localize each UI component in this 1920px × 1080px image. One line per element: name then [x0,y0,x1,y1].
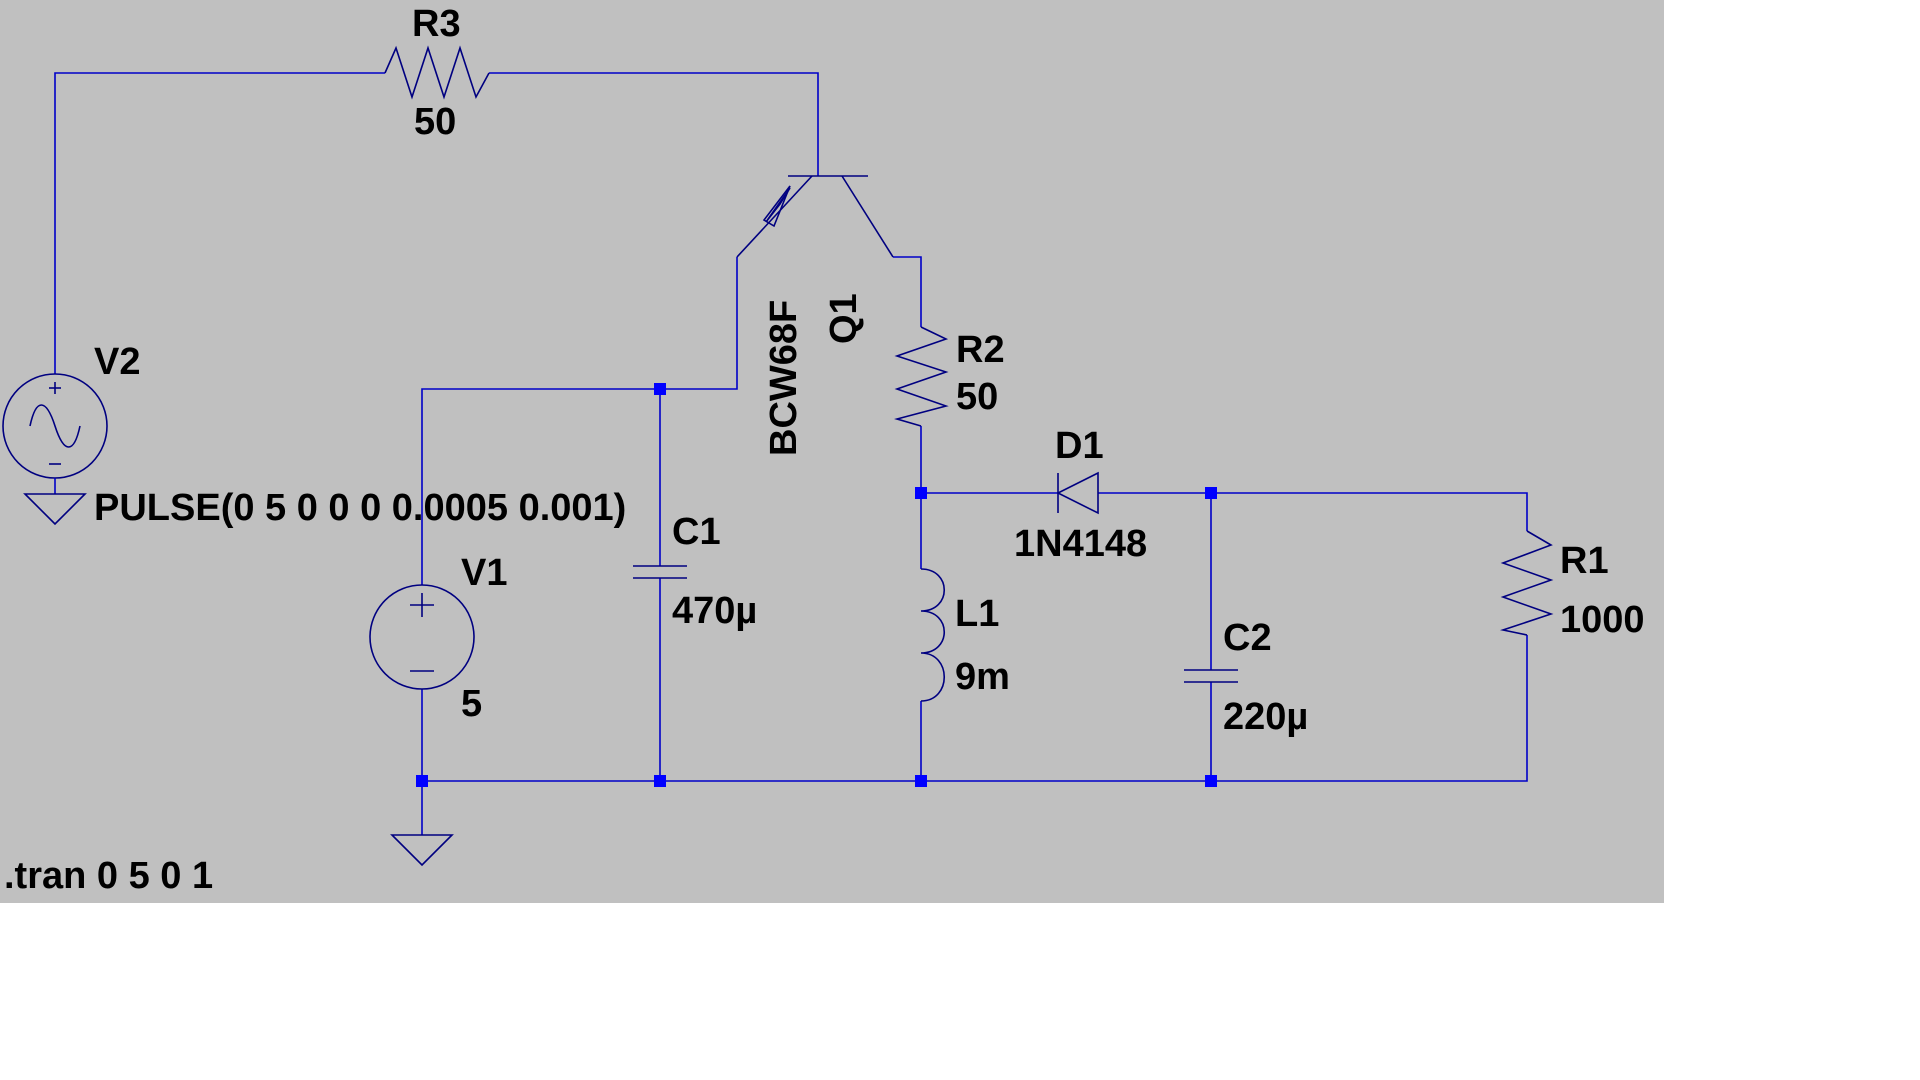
c2-value: 220µ [1223,696,1308,738]
junctions [416,383,1217,787]
wire-v2-to-r3[interactable] [54,72,385,374]
wire-q1-collector[interactable] [893,256,922,327]
junction-dot [654,383,666,395]
wire-ground-bus[interactable] [422,635,1528,782]
junction-dot [654,775,666,787]
l1-value: 9m [955,656,1010,698]
r3-ref: R3 [412,3,461,45]
c2-ref: C2 [1223,617,1272,659]
inductor-l1[interactable]: L1 9m [920,568,1010,702]
sine-source-icon [29,382,81,465]
q1-ref: Q1 [823,293,865,344]
dc-source-icon [410,593,434,672]
capacitor-c1[interactable]: C1 470µ [633,511,757,632]
voltage-source-v2[interactable]: V2 PULSE(0 5 0 0 0 0.0005 0.001) [2,341,626,529]
schematic-canvas[interactable] [0,0,1664,903]
spice-directive[interactable]: .tran 0 5 0 1 [4,855,213,897]
r2-value: 50 [956,376,998,418]
r1-value: 1000 [1560,599,1645,641]
resistor-r2[interactable]: R2 50 [894,326,1005,427]
l1-ref: L1 [955,593,999,635]
v2-value: PULSE(0 5 0 0 0 0.0005 0.001) [94,487,626,529]
junction-dot [1205,487,1217,499]
r1-ref: R1 [1560,540,1609,582]
voltage-source-v1[interactable]: V1 5 [369,552,507,725]
wire-r3-to-q1-base[interactable] [489,72,819,176]
ground-icon [390,834,454,867]
q1-value: BCW68F [763,300,805,456]
junction-dot [915,487,927,499]
junction-dot [915,775,927,787]
r2-ref: R2 [956,329,1005,371]
ground-icon [23,493,87,526]
c1-value: 470µ [672,590,757,632]
transistor-q1[interactable]: Q1 BCW68F [736,175,894,456]
junction-dot [1205,775,1217,787]
r3-value: 50 [414,101,456,143]
wire-q1-emitter-node[interactable] [421,257,738,585]
v1-value: 5 [461,683,482,725]
v2-ref: V2 [94,341,140,383]
d1-value: 1N4148 [1014,523,1147,565]
junction-dot [416,775,428,787]
resistor-r1[interactable]: R1 1000 [1499,530,1645,641]
capacitor-c2[interactable]: C2 220µ [1184,617,1308,738]
diode-d1[interactable]: D1 1N4148 [1014,425,1147,565]
c1-ref: C1 [672,511,721,553]
v1-ref: V1 [461,552,507,594]
d1-ref: D1 [1055,425,1104,467]
resistor-r3[interactable]: R3 50 [384,3,490,143]
wire-d1-to-r1[interactable] [1098,492,1528,531]
